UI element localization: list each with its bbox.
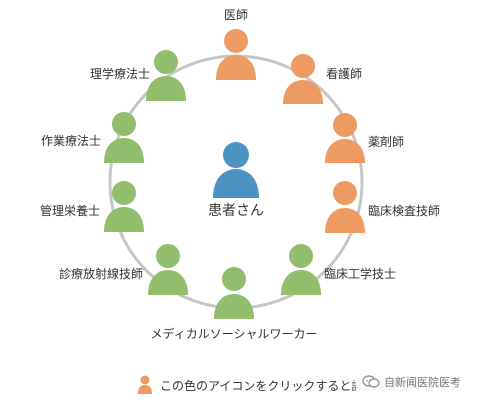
person-icon [104, 181, 144, 232]
role-label: 薬剤師 [368, 134, 404, 149]
role-radiological-technologist: 診療放射線技師 [59, 244, 188, 295]
watermark-text: 自新闻医院医考 [384, 376, 461, 389]
role-label: 診療放射線技師 [59, 266, 143, 281]
role-nurse[interactable]: 看護師 [283, 54, 362, 104]
role-physical-therapist: 理学療法士 [90, 50, 186, 101]
role-label: 作業療法士 [41, 134, 101, 148]
role-medical-social-worker: メディカルソーシャルワーカー [151, 267, 318, 341]
watermark: 自新闻医院医考 [356, 370, 469, 394]
person-icon [281, 244, 321, 295]
person-icon [148, 244, 188, 295]
role-label: 臨床検査技師 [368, 204, 440, 218]
role-label: 理学療法士 [90, 66, 150, 81]
person-icon[interactable] [325, 113, 365, 163]
wechat-icon [362, 375, 380, 388]
person-icon [104, 112, 144, 163]
role-label: 看護師 [326, 66, 362, 81]
role-label: 管理栄養士 [40, 203, 100, 218]
role-pharmacist[interactable]: 薬剤師 [325, 113, 404, 163]
person-icon[interactable] [325, 181, 365, 233]
role-label: メディカルソーシャルワーカー [151, 326, 318, 341]
patient-icon [213, 142, 259, 198]
person-icon[interactable] [283, 54, 323, 104]
role-registered-dietitian: 管理栄養士 [40, 181, 144, 232]
role-label: 医師 [224, 8, 248, 22]
role-clinical-lab-technologist[interactable]: 臨床検査技師 [325, 181, 440, 233]
person-icon[interactable] [216, 29, 256, 80]
legend-person-icon [138, 375, 152, 394]
role-label: 臨床工学技士 [324, 266, 396, 281]
patient-label: 患者さん [208, 203, 264, 219]
center-patient: 患者さん [208, 142, 264, 219]
person-icon [146, 50, 186, 101]
role-clinical-engineer: 臨床工学技士 [281, 244, 396, 295]
role-occupational-therapist: 作業療法士 [41, 112, 144, 163]
person-icon [214, 267, 254, 319]
role-doctor[interactable]: 医師 [216, 8, 256, 80]
